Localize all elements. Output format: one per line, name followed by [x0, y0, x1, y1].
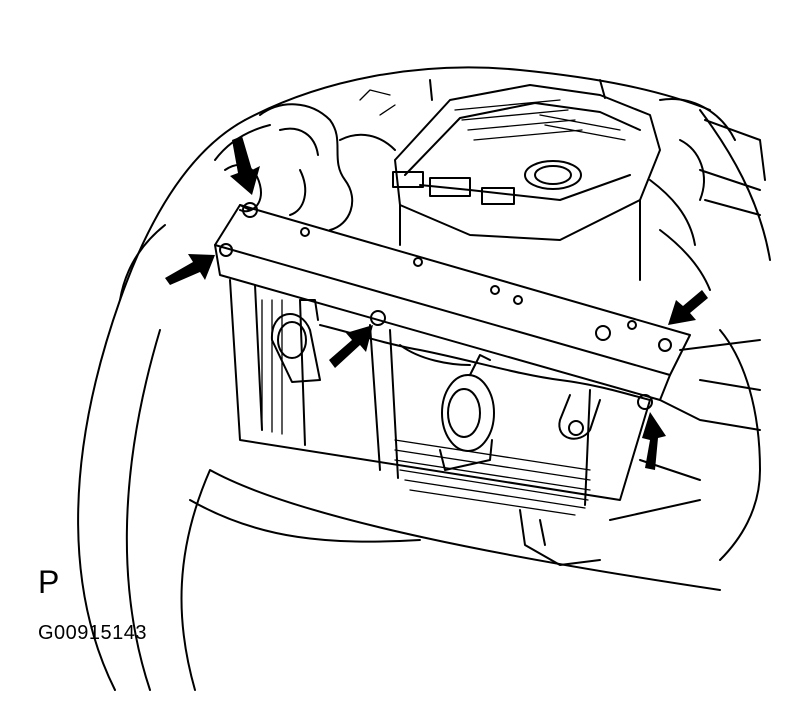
horn-center: [439, 354, 495, 471]
arrow-bottom-right: [642, 412, 666, 470]
wiring-harness: [319, 324, 651, 401]
hood-latch: [519, 394, 601, 566]
arrow-left: [165, 254, 215, 285]
engine-components: [224, 79, 766, 291]
front-bumper: [77, 119, 721, 691]
arrow-top-left: [230, 136, 260, 195]
right-panel-lines: [609, 339, 761, 521]
arrow-center: [329, 325, 373, 368]
horn-left: [270, 299, 321, 383]
radiator-support-upper: [214, 202, 691, 410]
arrow-top-right: [668, 290, 708, 325]
view-label: P: [38, 564, 60, 600]
radiator: [229, 279, 651, 516]
figure-code: G00915143: [38, 622, 148, 644]
engine-cover: [392, 84, 661, 281]
